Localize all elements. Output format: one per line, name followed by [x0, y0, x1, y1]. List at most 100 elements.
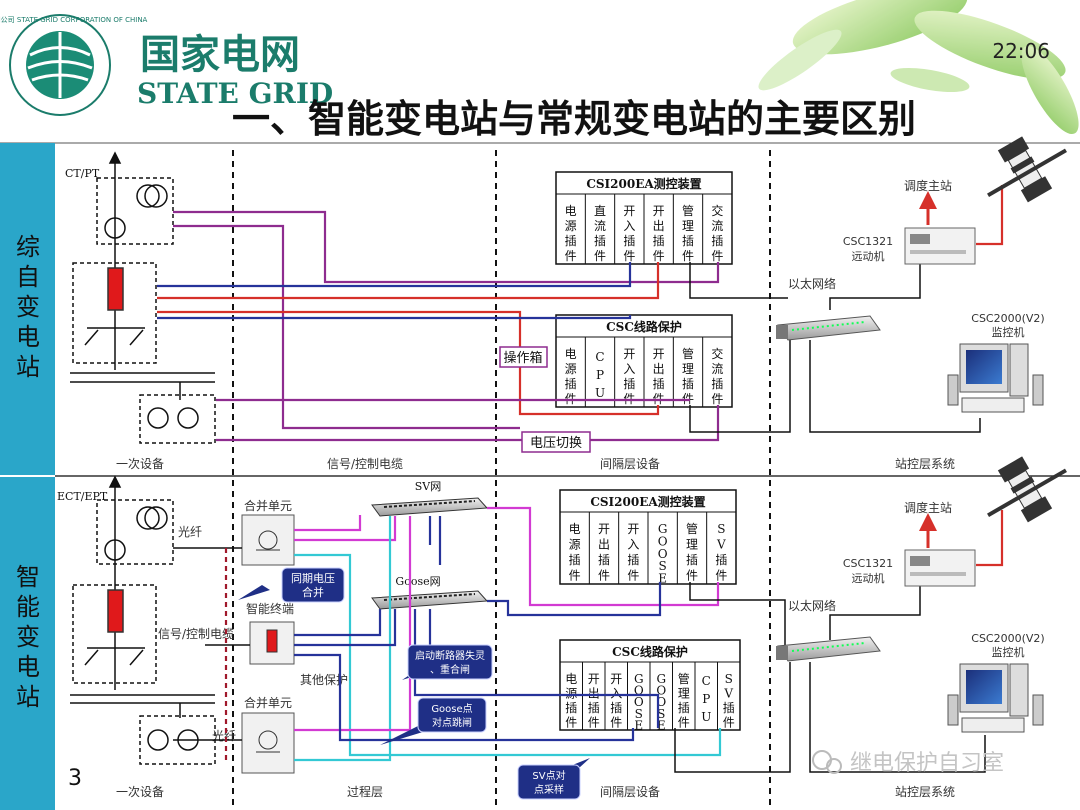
column-label: 信号/控制电缆	[327, 457, 403, 471]
side-label-top-text: 综自变电站	[16, 233, 40, 381]
remote-sub-bottom: 远动机	[852, 571, 885, 585]
device-slot: 开出插件	[598, 522, 610, 583]
goose-net-label: Goose网	[395, 575, 440, 588]
callout-sync-voltage: 同期电压合并	[238, 567, 345, 603]
brand-cn: 国家电网	[140, 31, 300, 78]
merging-unit-2: 合并单元	[241, 695, 295, 774]
remote-terminal-icon	[904, 227, 976, 265]
column-label: 一次设备	[116, 785, 164, 799]
top-section: CT/PT CSI200EA测控装置电源插件直流插件开入插件开出插件管理插件交流…	[65, 136, 1067, 471]
column-label: 间隔层设备	[600, 457, 660, 471]
column-label: 间隔层设备	[600, 785, 660, 799]
callout-sv-text: SV点对点采样	[532, 769, 565, 796]
column-label: 站控层系统	[895, 785, 955, 799]
brand-en: STATE GRID	[137, 77, 333, 110]
device-title: CSI200EA测控装置	[586, 176, 701, 191]
device-slot: 开出插件	[653, 347, 665, 406]
side-label-bottom-text: 智能变电站	[16, 563, 40, 711]
device-slot: 交流插件	[711, 203, 723, 263]
device-slot: 开入插件	[623, 204, 635, 263]
callout-breaker-text: 启动断路器失灵、重合闸	[415, 649, 485, 676]
device-slot: 开出插件	[653, 204, 665, 263]
callout-sv-p2p: SV点对点采样	[517, 758, 590, 800]
ethernet-label-bottom: 以太网络	[788, 598, 836, 613]
device-slot: 直流插件	[594, 204, 606, 263]
remote-terminal-icon	[904, 549, 976, 587]
op-box-label: 操作箱	[503, 350, 542, 366]
monitor-sub-bottom: 监控机	[992, 645, 1025, 659]
monitor-name-bottom: CSC2000(V2)	[971, 632, 1044, 645]
device-slot: 交流插件	[711, 346, 723, 406]
fiber-label-2: 光纤	[212, 729, 236, 743]
device-slot: 管理插件	[678, 671, 690, 730]
leaf-decoration	[758, 0, 1079, 135]
device-slot: 开入插件	[623, 347, 635, 406]
volt-switch-label: 电压切换	[530, 436, 582, 451]
page-number: 3	[68, 766, 82, 791]
state-grid-logo: 国家电网公司 STATE GRID CORPORATION OF CHINA	[0, 14, 148, 116]
device-slot: 开出插件	[588, 672, 600, 730]
header: 国家电网公司 STATE GRID CORPORATION OF CHINA 国…	[0, 0, 1080, 144]
device-slot: 电源插件	[565, 672, 577, 730]
sv-network-switch: SV网	[371, 480, 489, 517]
device-title: CSC线路保护	[606, 319, 682, 334]
other-protection-label: 其他保护	[300, 673, 348, 687]
device-title: CSC线路保护	[612, 644, 688, 659]
column-label: 过程层	[347, 784, 383, 799]
merging-unit-1: 合并单元	[241, 498, 295, 566]
remote-sub-top: 远动机	[852, 249, 885, 263]
ethernet-label-top: 以太网络	[788, 276, 836, 291]
watermark-text: 继电保护自习室	[850, 751, 1004, 776]
primary-equipment-bottom	[70, 475, 216, 765]
satellite-icon	[987, 456, 1067, 523]
device-slot: 开入插件	[627, 522, 639, 583]
top-station-level: 调度主站 CSC1321 远动机 以太网络 CSC2000(V2) 监控机	[776, 136, 1067, 413]
monitor-computer-icon	[947, 343, 1044, 413]
device-slot: 管理插件	[682, 346, 694, 406]
top-column-labels: 一次设备 信号/控制电缆 间隔层设备 站控层系统	[116, 457, 955, 471]
smart-terminal-label: 智能终端	[246, 601, 294, 616]
dispatch-label-top: 调度主站	[904, 178, 952, 193]
monitor-sub-top: 监控机	[992, 325, 1025, 339]
device-slot: 电源插件	[565, 347, 577, 406]
satellite-icon	[987, 136, 1067, 203]
signal-cable-label: 信号/控制电缆	[158, 627, 234, 641]
monitor-name-top: CSC2000(V2)	[971, 312, 1044, 325]
slide-title: 一、智能变电站与常规变电站的主要区别	[232, 97, 916, 141]
bottom-column-labels: 一次设备 过程层 间隔层设备 站控层系统	[116, 784, 955, 799]
bottom-wiring	[173, 506, 1004, 773]
bottom-station-level: 调度主站 CSC1321 远动机 以太网络 CSC2000(V2) 监控机	[776, 456, 1067, 733]
callout-breaker-failure: 启动断路器失灵、重合闸	[402, 644, 493, 680]
smart-terminal: 智能终端	[246, 601, 295, 665]
ethernet-switch-icon	[776, 315, 881, 341]
device-slot: 开入插件	[610, 672, 622, 730]
device-slot: 电源插件	[569, 522, 581, 583]
ectept-label: ECT/EPT	[57, 490, 108, 503]
column-label: 站控层系统	[895, 457, 955, 471]
ethernet-switch-icon	[776, 636, 881, 662]
merge-unit-1-label: 合并单元	[244, 498, 292, 513]
fiber-label-1: 光纤	[178, 525, 202, 539]
top-wiring	[157, 185, 1004, 442]
remote-name-bottom: CSC1321	[843, 557, 893, 570]
watermark: 继电保护自习室	[812, 750, 1004, 776]
callout-sync-text: 同期电压合并	[291, 572, 335, 599]
device-slot: 管理插件	[682, 203, 694, 263]
device-slot: 电源插件	[565, 204, 577, 263]
device-slot: 管理插件	[686, 521, 698, 583]
column-label: 一次设备	[116, 457, 164, 471]
merge-unit-2-label: 合并单元	[244, 695, 292, 710]
